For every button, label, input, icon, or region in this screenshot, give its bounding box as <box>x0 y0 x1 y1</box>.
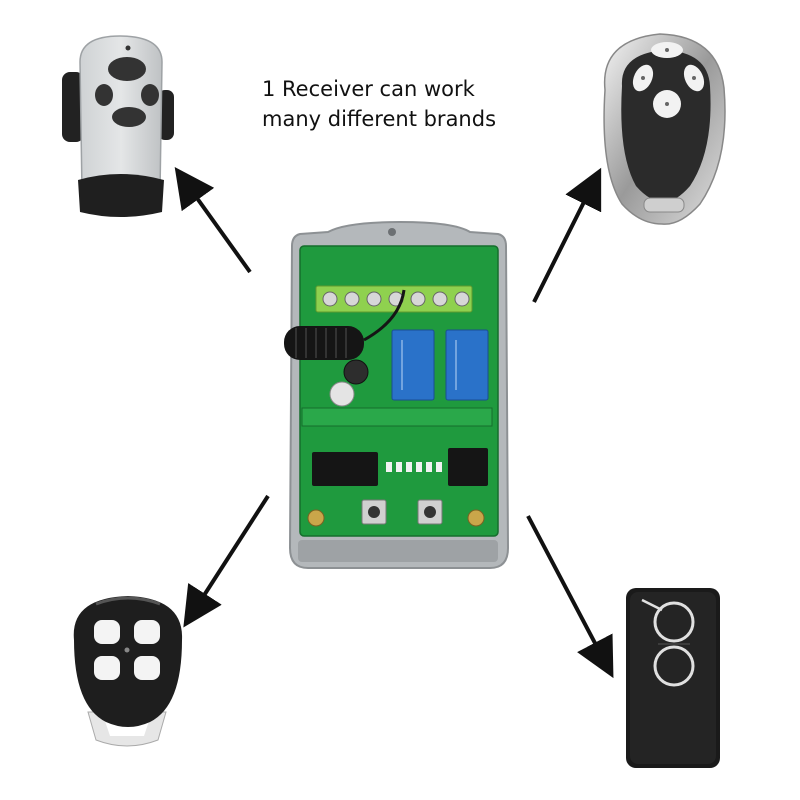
receiver-module-strip <box>301 407 493 427</box>
terminal-block <box>315 285 473 313</box>
caption: 1 Receiver can work many different brand… <box>262 74 562 134</box>
remote-chrome-four-button <box>603 33 726 225</box>
led-row <box>386 462 442 472</box>
remote-button-4 <box>134 656 160 680</box>
remote-button-top <box>108 57 146 81</box>
relay-1 <box>391 329 435 401</box>
remote-base-cap <box>78 174 164 217</box>
keyring-slot <box>643 197 685 213</box>
remote-black-four-button <box>73 596 183 747</box>
remote-button-right <box>141 84 159 106</box>
led-indicator-icon <box>125 45 131 51</box>
arrow-to-bottom-right <box>526 515 614 679</box>
ic-chip-1 <box>312 452 378 486</box>
remote-grey-four-button <box>62 35 174 217</box>
screw-icon <box>467 509 485 527</box>
capacitor <box>343 359 369 385</box>
remote-side-grip-left <box>62 72 84 142</box>
relay-2 <box>445 329 489 401</box>
arrow-to-bottom-left <box>183 494 270 628</box>
ic-chip-2 <box>448 448 488 486</box>
remote-button-1 <box>653 601 695 643</box>
antenna-coil <box>284 289 406 360</box>
remote-button-left <box>95 84 113 106</box>
remote-button-2 <box>134 620 160 644</box>
remote-button-2 <box>653 645 695 687</box>
caption-line-1: 1 Receiver can work <box>262 77 475 101</box>
receiver-unit <box>284 220 510 569</box>
remote-black-two-button <box>626 588 720 768</box>
arrow-to-top-left <box>174 166 252 274</box>
arrow-to-top-right <box>532 167 602 303</box>
remote-button-1 <box>94 620 120 644</box>
caption-line-2: many different brands <box>262 107 497 131</box>
screw-icon <box>307 509 325 527</box>
remote-button-bottom <box>112 107 146 127</box>
remote-button-3 <box>94 656 120 680</box>
led-indicator-icon <box>124 647 130 653</box>
capacitor-2 <box>329 381 355 407</box>
